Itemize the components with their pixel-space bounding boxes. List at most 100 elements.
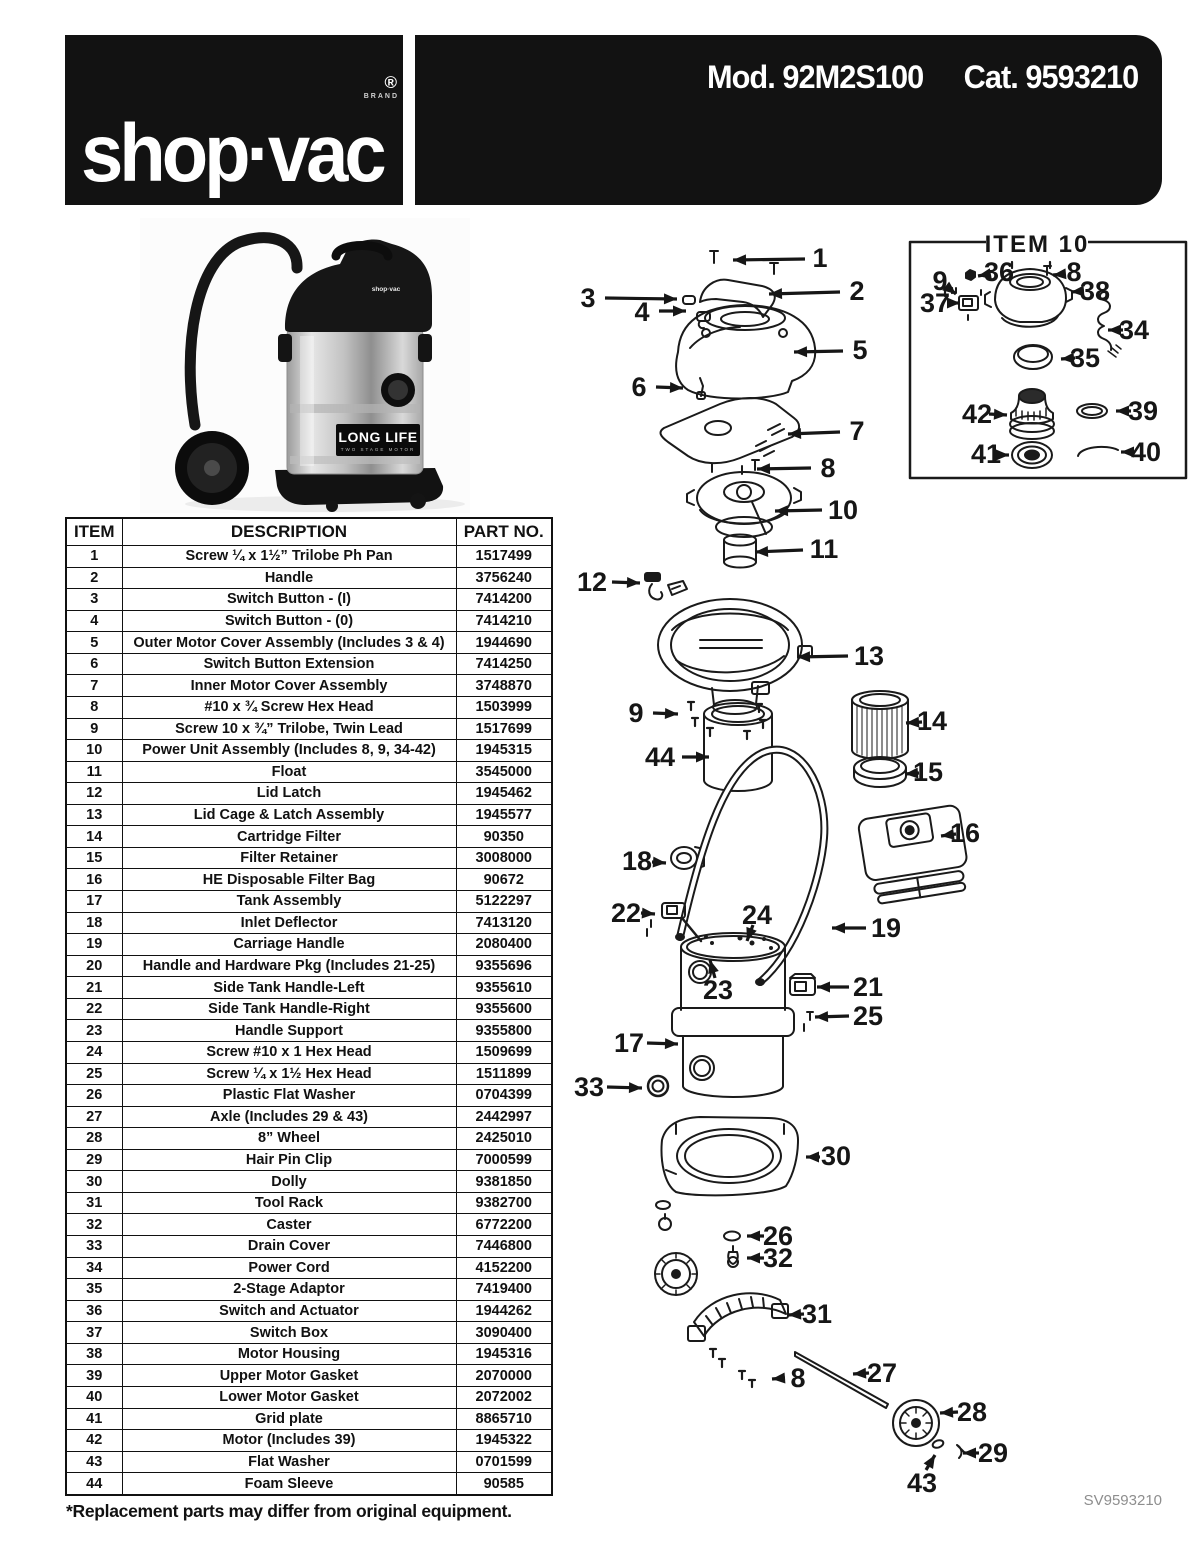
svg-text:38: 38 (1080, 276, 1110, 306)
motor-brand-label: shop·vac (372, 286, 401, 293)
cell-item: 18 (65, 911, 123, 935)
cell-description: Drain Cover (121, 1235, 457, 1258)
motor-cover-photo (285, 239, 432, 332)
cell-description: 8” Wheel (121, 1127, 457, 1150)
cell-item: 38 (65, 1342, 123, 1366)
cell-item: 41 (65, 1407, 123, 1431)
part-cartridge-filter-14 (851, 690, 909, 760)
svg-text:17: 17 (614, 1028, 644, 1058)
cell-description: Filter Retainer (121, 846, 457, 870)
svg-text:19: 19 (871, 913, 901, 943)
cell-part: 3748870 (455, 674, 553, 697)
replacement-footnote: *Replacement parts may differ from origi… (66, 1501, 512, 1521)
callout-24: 24 (742, 900, 772, 942)
cell-part: 9381850 (455, 1170, 553, 1193)
part-outer-cover-5 (675, 304, 817, 400)
svg-text:42: 42 (962, 399, 992, 429)
cell-part: 1517699 (455, 717, 553, 741)
cell-item: 32 (65, 1213, 123, 1236)
cell-description: Screw ¼ x 1½ Hex Head (121, 1062, 457, 1086)
callout-17: 17 (614, 1028, 679, 1058)
callout-41: 41 (971, 439, 1009, 469)
part-drain-cover-33 (646, 1074, 670, 1098)
callout-2: 2 (768, 276, 865, 306)
svg-text:16: 16 (950, 818, 980, 848)
svg-text:2: 2 (849, 276, 864, 306)
carriage-handle-photo (184, 232, 303, 431)
callout-37: 37 (920, 288, 960, 318)
part-power-unit-10 (686, 471, 802, 538)
svg-text:8: 8 (1066, 257, 1081, 287)
caster-photo-2 (326, 500, 338, 512)
cell-part: 7413120 (455, 911, 553, 935)
svg-text:34: 34 (1119, 315, 1149, 345)
cell-part: 90672 (455, 868, 553, 891)
cell-item: 29 (65, 1148, 123, 1172)
callout-19: 19 (832, 913, 901, 943)
part-lid-latch-12 (644, 572, 688, 601)
cell-part: 7414250 (455, 652, 553, 676)
callout-16: 16 (940, 818, 980, 848)
callout-8: 8 (756, 453, 836, 483)
cell-part: 2080400 (455, 933, 553, 956)
svg-text:5: 5 (852, 335, 867, 365)
callout-22: 22 (611, 898, 656, 928)
callout-43: 43 (907, 1454, 937, 1498)
callout-32: 32 (747, 1243, 793, 1273)
svg-text:28: 28 (957, 1397, 987, 1427)
cell-part: 1511899 (455, 1062, 553, 1086)
cell-item: 39 (65, 1364, 123, 1387)
column-header-2: PART NO. (455, 517, 553, 546)
product-photo: shop·vac LONG LIFE TWO STAGE MOTOR (140, 218, 470, 513)
part-power-cord-34 (1097, 291, 1122, 358)
hose-port-inner (388, 380, 408, 400)
cell-part: 5122297 (455, 890, 553, 913)
part-screws-8b (708, 1347, 757, 1389)
callout-8: 8 (1052, 257, 1082, 287)
cell-part: 1944262 (455, 1299, 553, 1323)
svg-text:24: 24 (742, 900, 772, 930)
cell-description: Tank Assembly (121, 890, 457, 913)
callout-6: 6 (631, 372, 684, 402)
cell-description: Handle Support (121, 1019, 457, 1042)
right-latch-photo (418, 334, 432, 362)
cell-part: 3756240 (455, 566, 553, 590)
cell-part: 3090400 (455, 1321, 553, 1344)
callout-4: 4 (634, 297, 686, 327)
callout-30: 30 (806, 1141, 851, 1171)
cell-item: 35 (65, 1278, 123, 1301)
document-code: SV9593210 (1083, 1492, 1162, 1509)
cell-description: Inlet Deflector (121, 911, 457, 935)
cell-part: 90585 (455, 1472, 553, 1496)
cell-description: Inner Motor Cover Assembly (121, 674, 457, 697)
part-side-handle-21 (789, 973, 816, 996)
cell-description: Side Tank Handle-Right (121, 997, 457, 1021)
shopvac-logo-box: shop·vac ® BRAND (65, 35, 403, 205)
part-lid-cage-13 (657, 598, 813, 715)
part-filter-bag-16 (857, 804, 968, 905)
cell-part: 2072002 (455, 1385, 553, 1409)
cell-description: Flat Washer (121, 1450, 457, 1474)
callout-44: 44 (645, 742, 709, 772)
cell-description: Outer Motor Cover Assembly (Includes 3 &… (121, 631, 457, 654)
cell-part: 7414210 (455, 609, 553, 633)
cell-description: Axle (Includes 29 & 43) (121, 1105, 457, 1129)
cell-part: 9355696 (455, 954, 553, 978)
tank-label-subtitle: TWO STAGE MOTOR (341, 447, 416, 452)
cell-part: 7446800 (455, 1235, 553, 1258)
